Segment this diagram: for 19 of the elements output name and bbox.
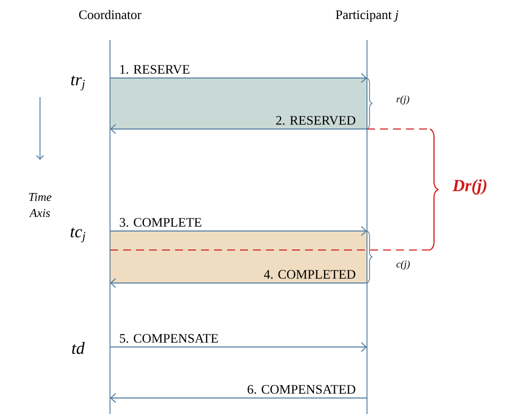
arrow <box>110 393 368 403</box>
message-label: 1. RESERVE <box>120 65 190 74</box>
message-label: 6. COMPENSATED <box>248 385 356 394</box>
time-label: tr$_{j}$ <box>71 76 85 90</box>
message-label: 3. COMPLETE <box>120 218 202 227</box>
brace-label: Dr(j) <box>452 179 486 195</box>
brace-label: c(j) <box>396 260 410 270</box>
time-label: td <box>72 342 85 354</box>
brace-label: r(j) <box>396 95 410 105</box>
message-label: 5. COMPENSATE <box>120 334 218 343</box>
arrow <box>110 342 367 352</box>
arrow <box>110 226 367 236</box>
message-label: 2. RESERVED <box>276 116 356 125</box>
time-label: tc$_{j}$ <box>70 228 86 242</box>
arrow <box>110 124 368 134</box>
message-label: 4. COMPLETED <box>264 270 356 279</box>
arrow <box>110 278 368 288</box>
axis-label: Time Axis <box>29 192 52 218</box>
arrow <box>110 73 367 83</box>
